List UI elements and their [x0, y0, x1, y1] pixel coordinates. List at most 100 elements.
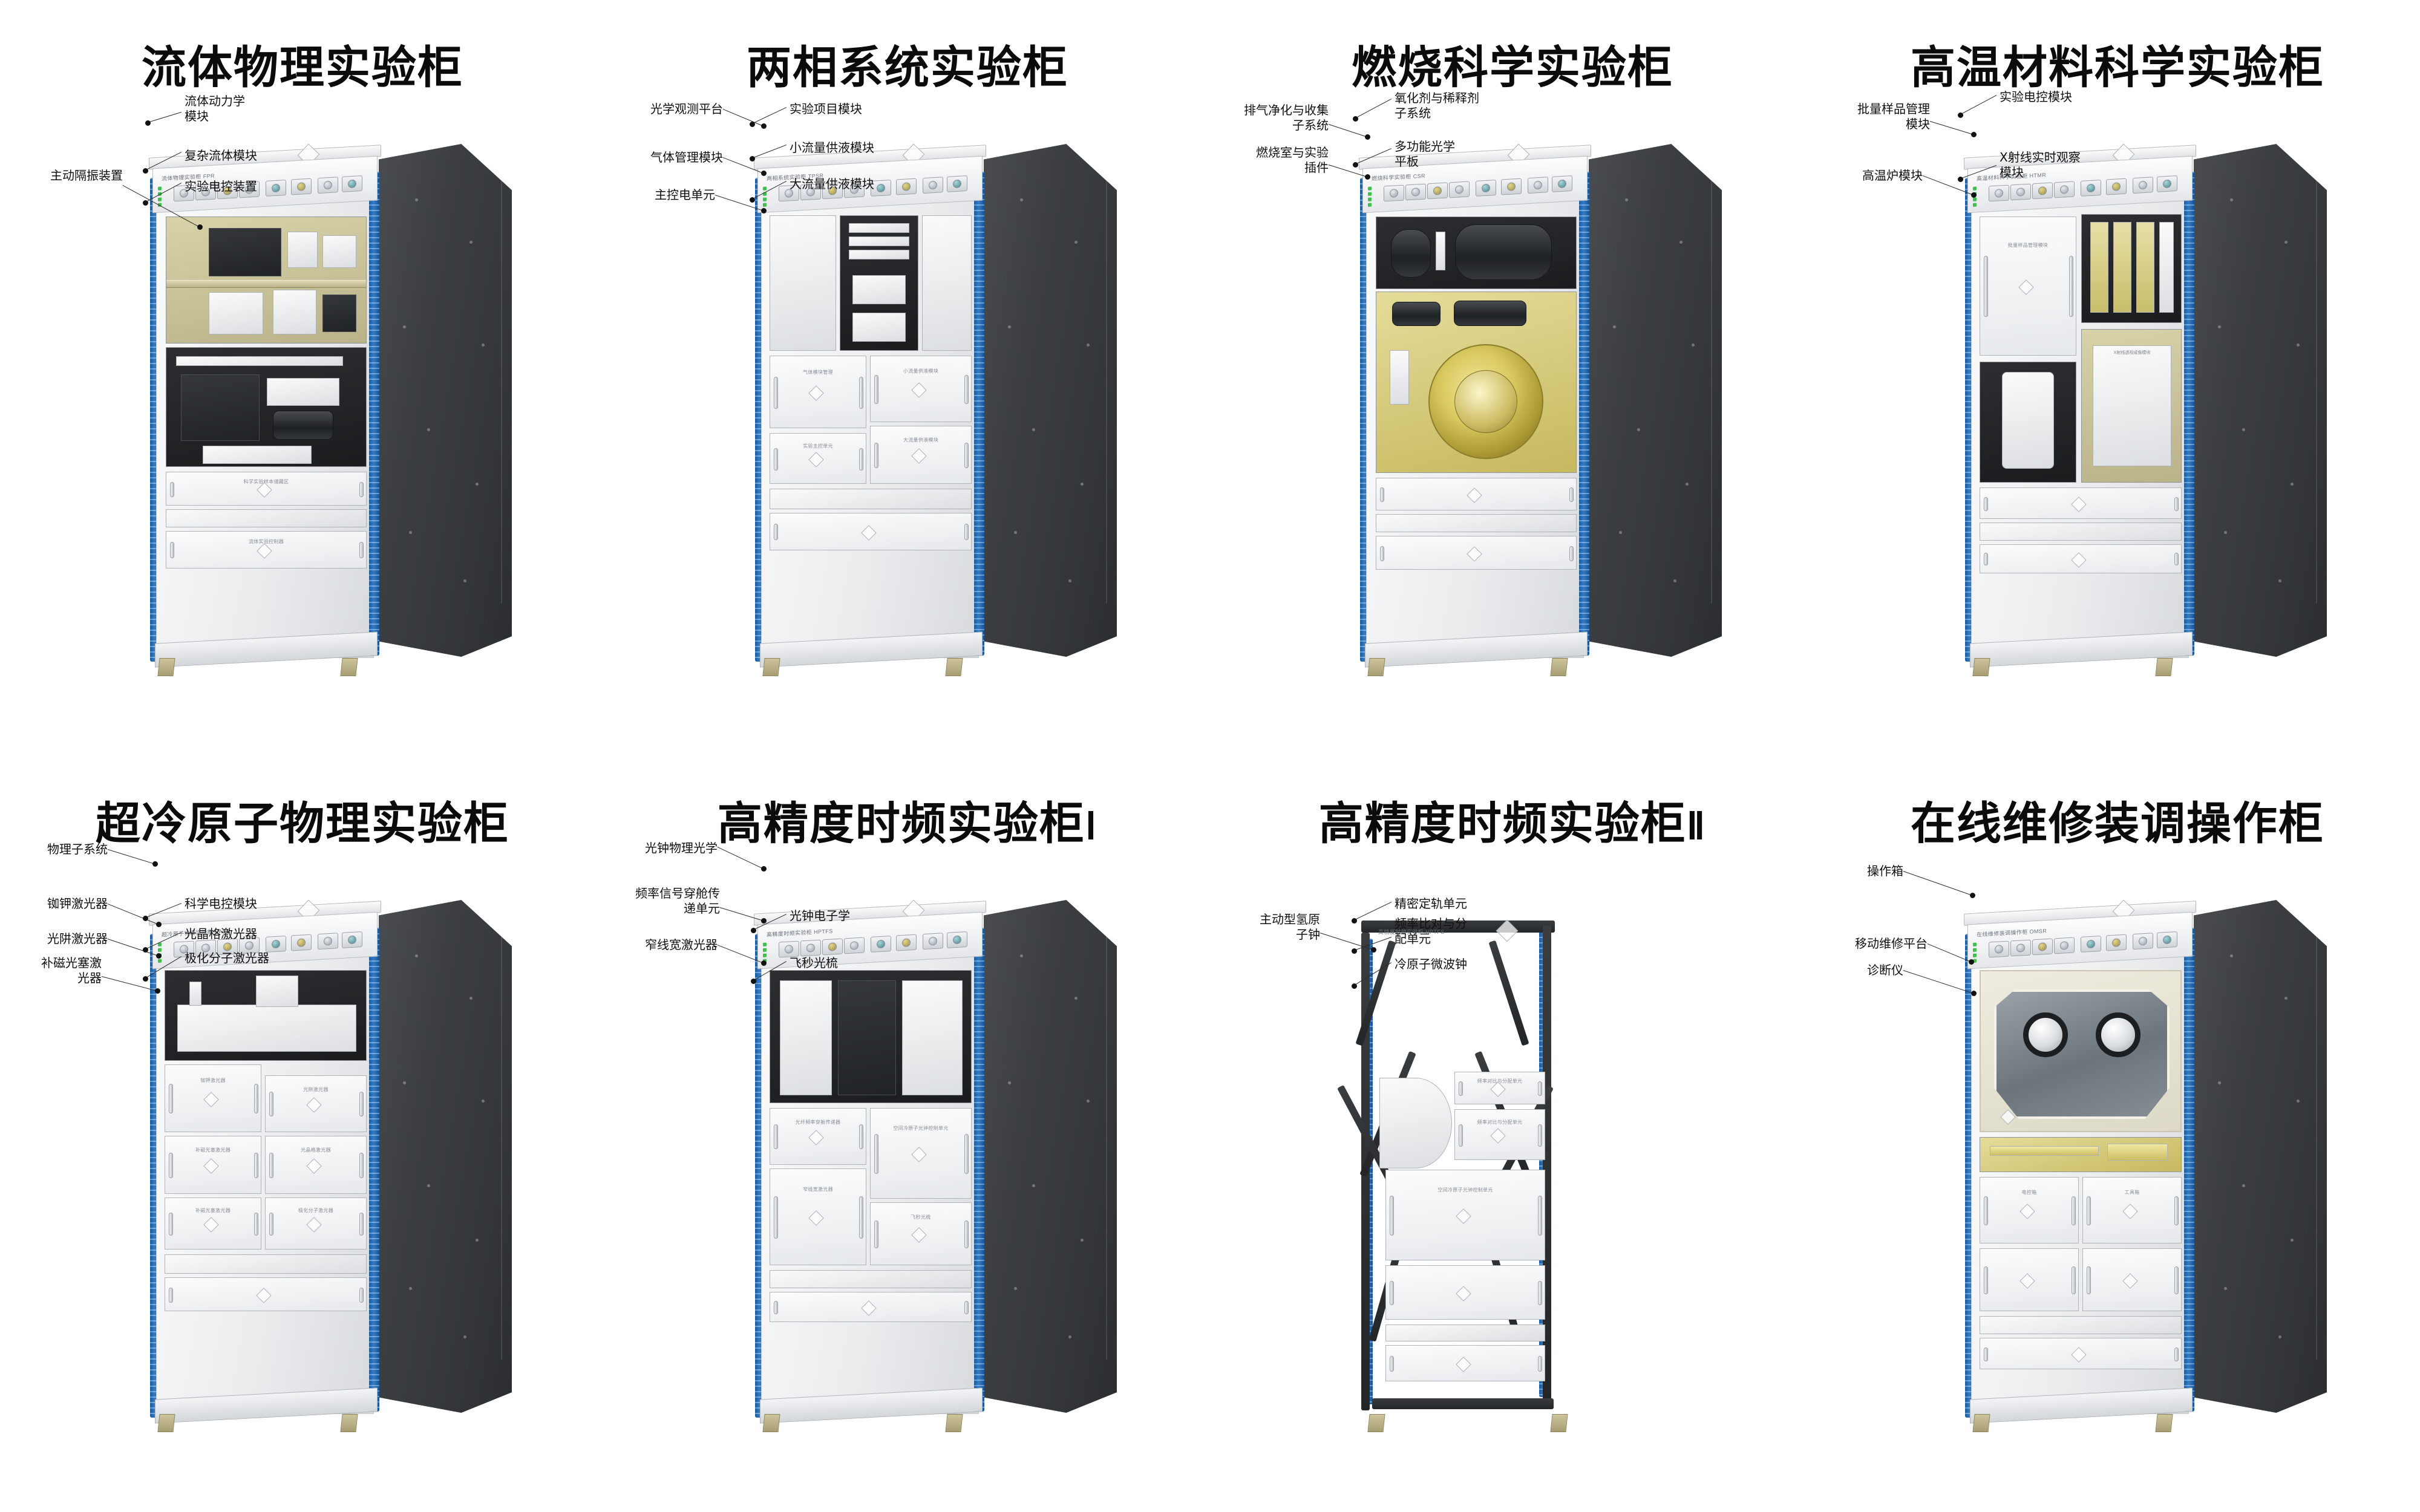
drawer-handle[interactable]	[269, 1153, 273, 1178]
glove-box[interactable]	[1980, 970, 2182, 1132]
drawer-handle[interactable]	[1984, 1196, 1988, 1225]
panel-connector[interactable]	[2106, 934, 2127, 951]
drawer-handle[interactable]	[874, 375, 878, 404]
drawer-handle[interactable]	[359, 1213, 364, 1236]
panel-connector[interactable]	[2081, 936, 2101, 953]
module-drawer[interactable]	[1376, 478, 1577, 510]
drawer-handle[interactable]	[359, 1153, 364, 1178]
mobile-maintenance-platform[interactable]	[1980, 1137, 2182, 1172]
drawer-handle[interactable]	[774, 1124, 778, 1149]
drawer-handle[interactable]	[774, 1196, 778, 1239]
drawer-handle[interactable]	[1459, 1124, 1463, 1147]
drawer-handle[interactable]	[1459, 1081, 1463, 1096]
panel-connector[interactable]	[2054, 937, 2075, 954]
drawer-handle[interactable]	[170, 482, 174, 497]
module-drawer[interactable]	[1980, 1248, 2079, 1311]
module-drawer[interactable]	[1980, 1338, 2182, 1369]
panel-connector[interactable]	[844, 937, 865, 954]
drawer-handle[interactable]	[859, 377, 863, 409]
panel-connector[interactable]	[1989, 940, 2009, 958]
drawer-handle[interactable]	[359, 1288, 364, 1303]
panel-connector[interactable]	[800, 939, 821, 957]
panel-connector[interactable]	[2081, 180, 2101, 197]
drawer-handle[interactable]	[1984, 1266, 1988, 1294]
panel-connector[interactable]	[1384, 184, 1404, 202]
drawer-handle[interactable]	[859, 1196, 863, 1239]
drawer-handle[interactable]	[2174, 497, 2179, 511]
module-drawer[interactable]: 光阱激光器	[265, 1075, 367, 1132]
module-drawer[interactable]: 频率对比与分配单元	[1454, 1072, 1545, 1104]
module-drawer[interactable]: 极化分子激光器	[265, 1198, 367, 1250]
drawer-handle[interactable]	[254, 1213, 258, 1236]
drawer-handle[interactable]	[169, 1084, 173, 1113]
module-drawer[interactable]: 补磁光塞激光器	[165, 1198, 261, 1250]
drawer-handle[interactable]	[1984, 1347, 1988, 1361]
drawer-handle[interactable]	[2087, 1196, 2091, 1225]
module-drawer[interactable]: 光纤频率穿舱传递器	[770, 1108, 866, 1165]
drawer-handle[interactable]	[774, 1301, 778, 1314]
module-drawer[interactable]: 科学实验样本储藏区	[166, 472, 367, 506]
drawer-handle[interactable]	[1390, 1281, 1394, 1305]
drawer-handle[interactable]	[1984, 553, 1988, 565]
drawer-handle[interactable]	[2174, 1196, 2179, 1225]
panel-connector[interactable]	[1449, 181, 1470, 198]
drawer-handle[interactable]	[1538, 1356, 1542, 1372]
drawer-handle[interactable]	[269, 1092, 273, 1116]
panel-connector[interactable]	[2032, 938, 2053, 956]
module-drawer[interactable]	[1385, 1265, 1545, 1320]
panel-connector[interactable]	[2157, 931, 2177, 948]
panel-connector[interactable]	[1501, 178, 1522, 195]
panel-connector[interactable]	[1405, 183, 1426, 201]
module-drawer[interactable]	[165, 1277, 367, 1311]
drawer-handle[interactable]	[1390, 1356, 1394, 1372]
panel-connector[interactable]	[1476, 180, 1496, 197]
module-drawer[interactable]: 小流量供液模块	[870, 356, 972, 422]
drawer-handle[interactable]	[254, 1084, 258, 1113]
panel-connector[interactable]	[871, 936, 891, 953]
drawer-handle[interactable]	[1538, 1124, 1542, 1147]
module-drawer[interactable]	[1385, 1345, 1545, 1381]
module-drawer[interactable]	[1980, 487, 2182, 519]
panel-connector[interactable]	[1552, 175, 1572, 192]
drawer-handle[interactable]	[2087, 1266, 2091, 1294]
drawer-handle[interactable]	[1538, 1281, 1542, 1305]
panel-connector[interactable]	[2010, 183, 2031, 201]
panel-connector[interactable]	[2054, 181, 2075, 198]
module-drawer[interactable]: 窄线宽激光器	[770, 1168, 866, 1265]
drawer-handle[interactable]	[2072, 1196, 2076, 1225]
module-drawer[interactable]: 飞秒光梳	[870, 1202, 972, 1265]
drawer-handle[interactable]	[2174, 1347, 2179, 1361]
drawer-handle[interactable]	[169, 1288, 173, 1303]
panel-connector[interactable]	[1989, 184, 2009, 202]
module-drawer[interactable]	[1980, 544, 2182, 573]
drawer-handle[interactable]	[964, 1134, 969, 1174]
drawer-handle[interactable]	[964, 524, 969, 540]
module-drawer[interactable]	[2082, 1248, 2182, 1311]
drawer-handle[interactable]	[964, 1301, 969, 1314]
module-drawer[interactable]: 流体实验控制器	[166, 531, 367, 569]
drawer-handle[interactable]	[170, 542, 174, 558]
module-drawer[interactable]	[770, 1292, 972, 1322]
drawer-handle[interactable]	[964, 1220, 969, 1248]
drawer-handle[interactable]	[1569, 487, 1574, 502]
module-drawer[interactable]: 大流量供液模块	[870, 426, 972, 484]
drawer-handle[interactable]	[1380, 487, 1384, 502]
module-drawer[interactable]	[1376, 536, 1577, 570]
module-drawer[interactable]: 批量样品管理模块	[1980, 217, 2076, 356]
drawer-handle[interactable]	[169, 1153, 173, 1178]
drawer-handle[interactable]	[964, 443, 969, 468]
drawer-handle[interactable]	[2174, 1266, 2179, 1294]
drawer-handle[interactable]	[1380, 546, 1384, 561]
drawer-handle[interactable]	[1390, 1196, 1394, 1236]
hydrogen-maser[interactable]	[1379, 1078, 1452, 1168]
panel-connector[interactable]	[2133, 933, 2153, 950]
module-drawer[interactable]: 铷钾激光器	[165, 1064, 261, 1132]
drawer-handle[interactable]	[774, 524, 778, 540]
panel-connector[interactable]	[923, 933, 943, 950]
panel-connector[interactable]	[2106, 178, 2127, 195]
drawer-handle[interactable]	[774, 377, 778, 409]
drawer-handle[interactable]	[359, 482, 364, 497]
drawer-handle[interactable]	[2174, 553, 2179, 565]
module-drawer[interactable]: 空间冷原子光钟控制单元	[870, 1108, 972, 1199]
module-drawer[interactable]: 光晶格激光器	[265, 1136, 367, 1194]
